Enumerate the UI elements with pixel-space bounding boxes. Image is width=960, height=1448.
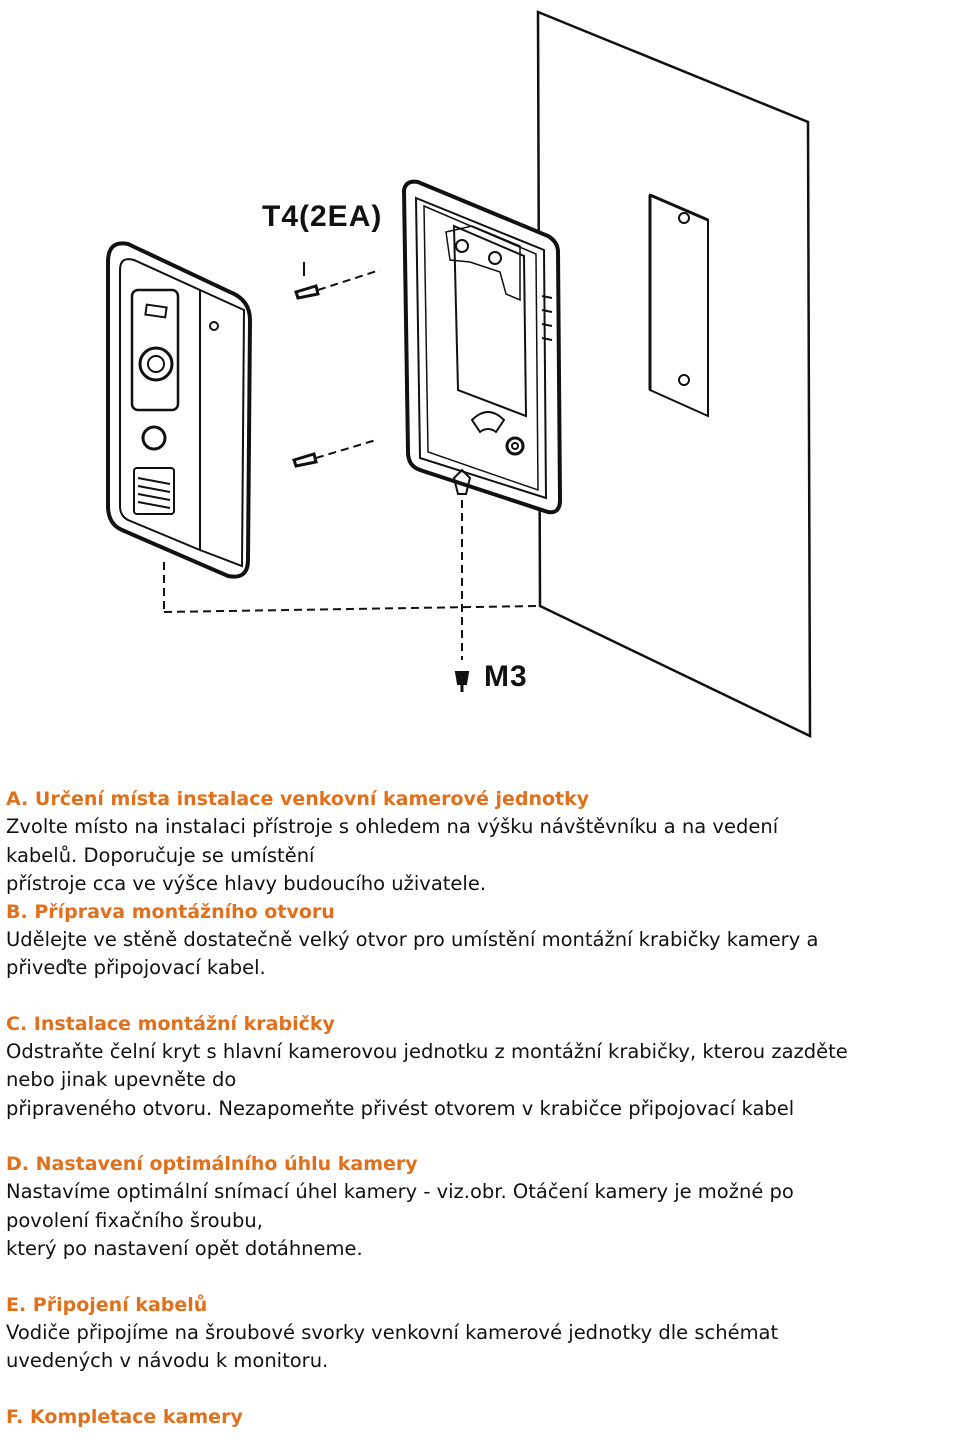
section-e-line-1: Vodiče připojíme na šroubové svorky venk… <box>6 1320 779 1344</box>
section-c-line-1: Odstraňte čelní kryt s hlavní kamerovou … <box>6 1039 848 1063</box>
section-e: E. Připojení kabelů Vodiče připojíme na … <box>6 1292 956 1376</box>
section-d-line-1: Nastavíme optimální snímací úhel kamery … <box>6 1180 794 1203</box>
section-f-heading: F. Kompletace kamery <box>6 1405 243 1428</box>
mounting-screws <box>292 262 381 468</box>
section-c-line-3: připraveného otvoru. Nezapomeňte přivést… <box>6 1096 795 1120</box>
wall-panel <box>536 10 812 738</box>
section-a-heading: A. Určení místa instalace venkovní kamer… <box>6 788 590 810</box>
section-e-heading: E. Připojení kabelů <box>6 1293 208 1316</box>
spacer <box>6 983 956 1011</box>
section-d-line-3: který po nastavení opět dotáhneme. <box>6 1237 363 1260</box>
screw-label-m3: M3 <box>484 660 528 693</box>
section-f: F. Kompletace kamery <box>6 1404 956 1431</box>
section-d-line-2: povolení fixačního šroubu, <box>6 1208 263 1232</box>
section-b-line-2: přiveďte připojovací kabel. <box>6 956 266 979</box>
m3-screw <box>454 500 470 692</box>
installation-diagram: T4(2EA) M3 <box>106 10 812 738</box>
section-b: B. Příprava montážního otvoru Udělejte v… <box>6 899 956 983</box>
spacer <box>6 1376 956 1404</box>
mounting-box <box>401 179 563 515</box>
screw-label-t4: T4(2EA) <box>262 200 383 233</box>
section-c-line-2: nebo jinak upevněte do <box>6 1068 237 1091</box>
section-d-heading: D. Nastavení optimálního úhlu kamery <box>6 1153 418 1175</box>
section-e-line-2: uvedených v návodu k monitoru. <box>6 1349 329 1372</box>
section-a-line-1: Zvolte místo na instalaci přístroje s oh… <box>6 815 779 838</box>
section-c-heading: C. Instalace montážní krabičky <box>6 1012 335 1035</box>
section-b-line-1: Udělejte ve stěně dostatečně velký otvor… <box>6 927 819 951</box>
spacer <box>6 1264 956 1292</box>
section-a-line-2: kabelů. Doporučuje se umístění <box>6 843 315 867</box>
section-d: D. Nastavení optimálního úhlu kamery Nas… <box>6 1151 956 1264</box>
camera-unit <box>106 241 537 613</box>
section-a-line-3: přístroje cca ve výšce hlavy budoucího u… <box>6 872 487 895</box>
section-b-heading: B. Příprava montážního otvoru <box>6 900 335 923</box>
exploded-view-drawing <box>106 10 812 738</box>
section-c: C. Instalace montážní krabičky Odstraňte… <box>6 1011 956 1124</box>
instructions: A. Určení místa instalace venkovní kamer… <box>6 786 956 1431</box>
spacer <box>6 1123 956 1151</box>
section-a: A. Určení místa instalace venkovní kamer… <box>6 786 956 899</box>
